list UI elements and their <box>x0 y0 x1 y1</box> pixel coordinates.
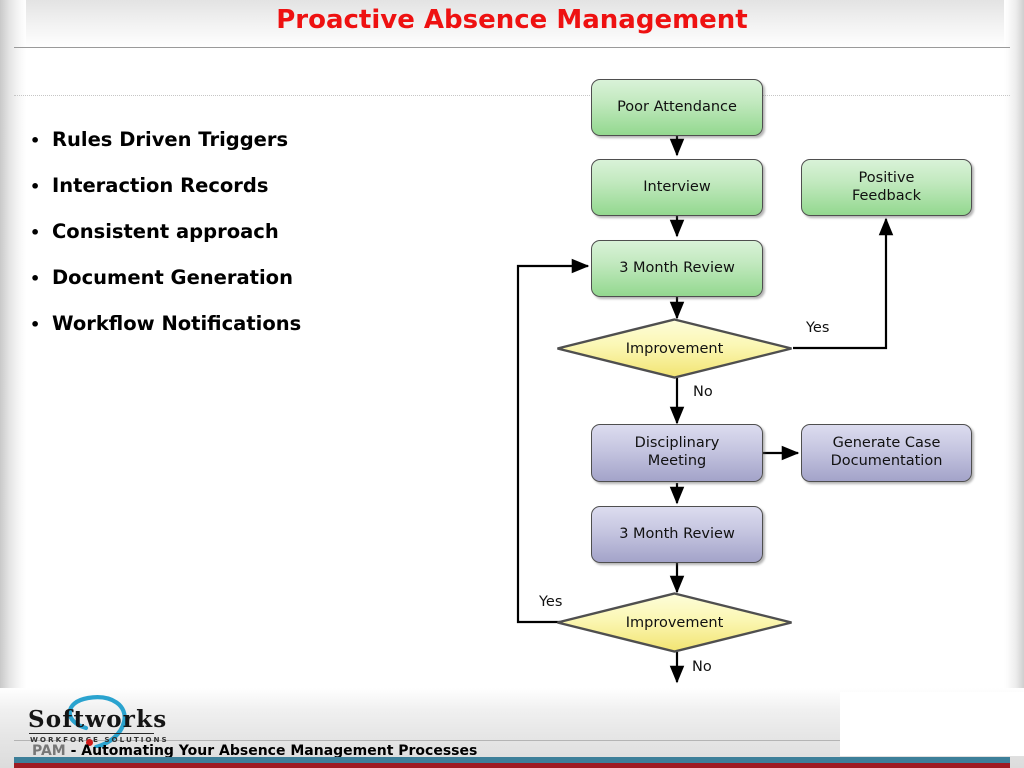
bullet-list: • Rules Driven Triggers • Interaction Re… <box>30 128 460 358</box>
softworks-logo-panel: Softworks WORKFORCE SOLUTIONS <box>840 692 1024 756</box>
flow-node-label: Improvement <box>625 614 724 631</box>
logo-red-dot-icon <box>86 739 93 746</box>
edge-label-no-lower: No <box>692 659 712 675</box>
list-item-label: Workflow Notifications <box>52 312 302 335</box>
swoosh-icon <box>67 695 127 748</box>
flow-node-improvement-1[interactable]: Improvement <box>556 318 793 379</box>
list-item[interactable]: • Document Generation <box>30 266 460 289</box>
flow-node-label: Poor Attendance <box>617 98 737 115</box>
footer-tagline: PAM - Automating Your Absence Management… <box>32 743 477 759</box>
footer-bar-blue <box>14 757 1010 763</box>
flow-node-label: Interview <box>643 178 711 195</box>
list-item[interactable]: • Rules Driven Triggers <box>30 128 460 151</box>
diamond-shape-icon <box>556 592 793 653</box>
bullet-dot-icon: • <box>30 177 41 196</box>
list-item[interactable]: • Consistent approach <box>30 220 460 243</box>
flow-node-interview[interactable]: Interview <box>591 159 763 216</box>
flow-node-label: Disciplinary Meeting <box>634 435 720 469</box>
list-item-label: Interaction Records <box>52 174 269 197</box>
flow-node-label: Improvement <box>625 340 724 357</box>
flow-node-label: Positive Feedback <box>851 169 922 204</box>
logo-tagline: WORKFORCE SOLUTIONS <box>30 735 169 744</box>
footer-tagline-label: - Automating Your Absence Management Pro… <box>65 743 478 759</box>
list-item-label: Rules Driven Triggers <box>52 128 289 151</box>
list-item[interactable]: • Workflow Notifications <box>30 312 460 335</box>
footer-divider-line <box>14 740 1010 741</box>
flow-node-label: Generate Case Documentation <box>830 435 943 469</box>
header-divider-line <box>14 47 1010 48</box>
secondary-dotted-line <box>14 95 1010 96</box>
flow-node-improvement-2[interactable]: Improvement <box>556 592 793 653</box>
edge-label-yes-upper: Yes <box>806 320 830 336</box>
flow-node-three-month-review-2[interactable]: 3 Month Review <box>591 506 763 563</box>
list-item-label: Document Generation <box>52 266 293 289</box>
logo-wordmark: Softworks <box>28 706 168 733</box>
logo-underline <box>29 733 154 734</box>
left-edge-gradient <box>0 0 26 768</box>
list-item[interactable]: • Interaction Records <box>30 174 460 197</box>
footer-pam-label: PAM <box>32 743 66 759</box>
edge-label-yes-lower: Yes <box>539 594 563 610</box>
bullet-dot-icon: • <box>30 131 41 150</box>
flow-node-disciplinary-meeting[interactable]: Disciplinary Meeting <box>591 424 763 482</box>
bullet-dot-icon: • <box>30 223 41 242</box>
flow-node-label: 3 Month Review <box>619 525 735 542</box>
flow-node-label: 3 Month Review <box>619 259 735 276</box>
flow-node-poor-attendance[interactable]: Poor Attendance <box>591 79 763 136</box>
footer-bar-red <box>14 763 1010 768</box>
list-item-label: Consistent approach <box>52 220 279 243</box>
flow-node-positive-feedback[interactable]: Positive Feedback <box>801 159 972 216</box>
header-gradient-band <box>0 0 1024 48</box>
flow-node-three-month-review-1[interactable]: 3 Month Review <box>591 240 763 297</box>
softworks-logo: Softworks WORKFORCE SOLUTIONS <box>24 692 174 748</box>
bullet-dot-icon: • <box>30 315 41 334</box>
bullet-dot-icon: • <box>30 269 41 288</box>
diamond-shape-icon <box>556 318 793 379</box>
edge-label-no-upper: No <box>693 384 713 400</box>
right-edge-gradient <box>1004 0 1024 768</box>
flow-node-generate-case-documentation[interactable]: Generate Case Documentation <box>801 424 972 482</box>
page-title: Proactive Absence Management <box>276 5 748 35</box>
